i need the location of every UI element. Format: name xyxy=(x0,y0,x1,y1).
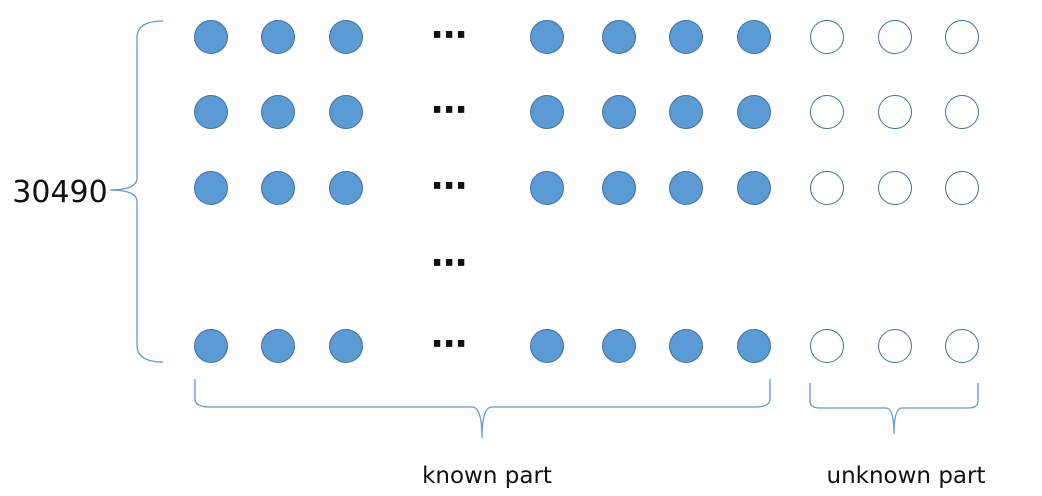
known-dot-row0-right2 xyxy=(669,20,703,54)
known-dot-row4-left2 xyxy=(329,329,363,363)
known-dot-row0-right1 xyxy=(602,20,636,54)
dot-grid xyxy=(194,20,979,363)
known-dot-row2-right0 xyxy=(530,171,564,205)
known-dot-row0-left2 xyxy=(329,20,363,54)
row-count-brace xyxy=(109,20,164,363)
unknown-dot-row0-2 xyxy=(945,20,979,54)
known-dot-row0-right3 xyxy=(737,20,771,54)
known-dot-row4-left0 xyxy=(194,329,228,363)
known-dot-row2-left0 xyxy=(194,171,228,205)
known-dot-row4-left1 xyxy=(261,329,295,363)
unknown-dot-row0-0 xyxy=(810,20,844,54)
ellipsis-row-0: ⋯ xyxy=(431,15,467,56)
ellipsis-row-4: ⋯ xyxy=(431,324,467,365)
known-dot-row0-right0 xyxy=(530,20,564,54)
known-dot-row2-right1 xyxy=(602,171,636,205)
ellipsis-group: ⋯ ⋯ ⋯ ⋯ ⋯ xyxy=(431,15,467,365)
known-dot-row2-right3 xyxy=(737,171,771,205)
known-dot-row1-left2 xyxy=(329,95,363,129)
known-dot-row1-right3 xyxy=(737,95,771,129)
unknown-dot-row0-1 xyxy=(878,20,912,54)
unknown-dot-row2-0 xyxy=(810,171,844,205)
known-dot-row0-left0 xyxy=(194,20,228,54)
ellipsis-row-1: ⋯ xyxy=(431,90,467,131)
known-dot-row1-left1 xyxy=(261,95,295,129)
unknown-dot-row2-1 xyxy=(878,171,912,205)
unknown-dot-row4-0 xyxy=(810,329,844,363)
ellipsis-row-3: ⋯ xyxy=(431,243,467,284)
unknown-dot-row1-2 xyxy=(945,95,979,129)
unknown-dot-row2-2 xyxy=(945,171,979,205)
known-dot-row1-left0 xyxy=(194,95,228,129)
known-dot-row0-left1 xyxy=(261,20,295,54)
known-part-brace xyxy=(194,379,771,439)
known-dot-row1-right2 xyxy=(669,95,703,129)
known-dot-row1-right1 xyxy=(602,95,636,129)
known-dot-row4-right1 xyxy=(602,329,636,363)
unknown-dot-row4-1 xyxy=(878,329,912,363)
unknown-part-brace xyxy=(809,383,979,435)
known-dot-row4-right3 xyxy=(737,329,771,363)
known-dot-row4-right0 xyxy=(530,329,564,363)
unknown-dot-row1-1 xyxy=(878,95,912,129)
known-dot-row2-right2 xyxy=(669,171,703,205)
ellipsis-row-2: ⋯ xyxy=(431,166,467,207)
known-part-label: known part xyxy=(422,463,552,489)
unknown-dot-row1-0 xyxy=(810,95,844,129)
unknown-part-label: unknown part xyxy=(827,463,986,489)
known-dot-row1-right0 xyxy=(530,95,564,129)
known-dot-row2-left1 xyxy=(261,171,295,205)
unknown-dot-row4-2 xyxy=(945,329,979,363)
known-dot-row2-left2 xyxy=(329,171,363,205)
known-dot-row4-right2 xyxy=(669,329,703,363)
row-count-label: 30490 xyxy=(12,175,107,210)
